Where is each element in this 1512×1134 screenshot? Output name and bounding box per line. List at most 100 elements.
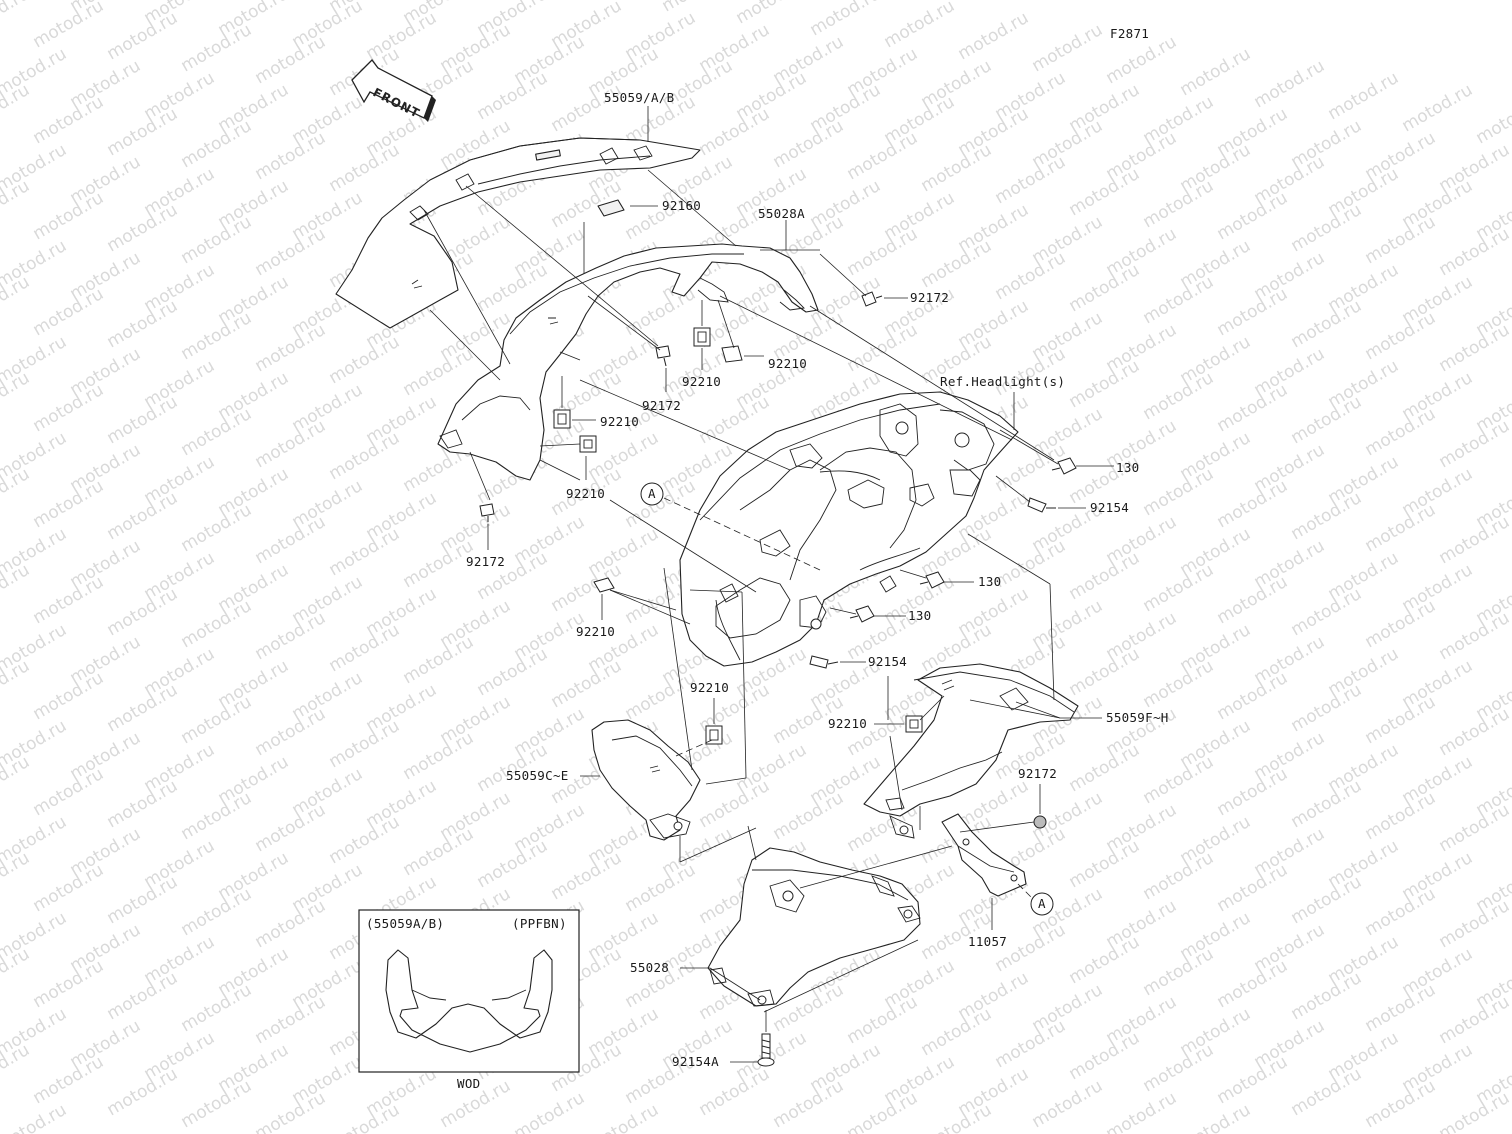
watermark-text: motod.ru — [326, 812, 404, 868]
watermark-text: motod.ru — [178, 1076, 256, 1132]
watermark-text: motod.ru — [622, 860, 700, 916]
watermark-text: motod.ru — [1288, 872, 1366, 928]
watermark-text: motod.ru — [1362, 1076, 1440, 1132]
label-130-upper: 130 — [1116, 460, 1139, 475]
watermark-text: motod.ru — [1362, 884, 1440, 940]
front-arrow-icon: FRONT — [351, 59, 436, 122]
watermark-text: motod.ru — [178, 20, 256, 76]
label-92172-lower-right: 92172 — [1018, 766, 1057, 781]
inset-left-label: (55059A/B) — [366, 916, 444, 931]
nut-92210-lower-left-icon — [705, 725, 723, 745]
watermark-text: motod.ru — [252, 800, 330, 856]
watermark-text: motod.ru — [733, 0, 811, 28]
watermark-text: motod.ru — [30, 1052, 108, 1108]
watermark-text: motod.ru — [400, 344, 478, 400]
watermark-text: motod.ru — [104, 488, 182, 544]
watermark-text: motod.ru — [30, 668, 108, 724]
watermark-text: motod.ru — [400, 728, 478, 784]
watermark-text: motod.ru — [918, 1004, 996, 1060]
watermark-text: motod.ru — [1214, 572, 1292, 628]
watermark-text: motod.ru — [1066, 356, 1144, 412]
watermark-text: motod.ru — [474, 68, 552, 124]
watermark-text: motod.ru — [252, 32, 330, 88]
watermark-text: motod.ru — [1288, 776, 1366, 832]
watermark-text: motod.ru — [178, 788, 256, 844]
watermark-text: motod.ru — [178, 692, 256, 748]
clip-92160-icon — [597, 199, 625, 217]
watermark-text: motod.ru — [622, 188, 700, 244]
watermark-text: motod.ru — [1436, 416, 1512, 472]
watermark-text: motod.ru — [326, 428, 404, 484]
watermark-text: motod.ru — [992, 536, 1070, 592]
watermark-text: motod.ru — [918, 140, 996, 196]
watermark-text: motod.ru — [178, 404, 256, 460]
marker-a-left-text: A — [648, 486, 656, 501]
watermark-text: motod.ru — [1436, 704, 1512, 760]
nut-92210-lower-right-icon — [905, 715, 923, 733]
watermark-text: motod.ru — [1214, 860, 1292, 916]
figure-code: F2871 — [1110, 26, 1149, 41]
watermark-text: motod.ru — [659, 0, 737, 16]
watermark-text: motod.ru — [622, 476, 700, 532]
marker-a-right: A — [1030, 892, 1054, 916]
bolt-92154-upper-icon — [1027, 497, 1056, 513]
watermark-text: motod.ru — [881, 0, 959, 52]
watermark-text: motod.ru — [1066, 740, 1144, 796]
watermark-text: motod.ru — [1066, 548, 1144, 604]
label-92160: 92160 — [662, 198, 701, 213]
watermark-text: motod.ru — [104, 392, 182, 448]
watermark-text: motod.ru — [1029, 1076, 1107, 1132]
watermark-text: motod.ru — [1140, 464, 1218, 520]
watermark-text: motod.ru — [770, 116, 848, 172]
watermark-text: motod.ru — [252, 416, 330, 472]
marker-a-right-text: A — [1038, 896, 1046, 911]
watermark-text: motod.ru — [1214, 284, 1292, 340]
watermark-text: motod.ru — [0, 1100, 70, 1134]
watermark-text: motod.ru — [1288, 680, 1366, 736]
watermark-text: motod.ru — [104, 200, 182, 256]
inset-box: (55059A/B) (PPFBN) WOD — [358, 909, 580, 1091]
watermark-text: motod.ru — [326, 332, 404, 388]
watermark-text: motod.ru — [1436, 800, 1512, 856]
watermark-text: motod.ru — [770, 788, 848, 844]
label-55028a: 55028A — [758, 206, 805, 221]
watermark-text: motod.ru — [1288, 200, 1366, 256]
watermark-text: motod.ru — [1214, 188, 1292, 244]
watermark-text: motod.ru — [1288, 392, 1366, 448]
nut-92210-left-upper-icon — [553, 409, 571, 429]
watermark-text: motod.ru — [1140, 368, 1218, 424]
nut-92210-center-icon — [693, 327, 711, 347]
label-92210-left-upper: 92210 — [600, 414, 639, 429]
watermark-text: motod.ru — [178, 500, 256, 556]
watermark-text: motod.ru — [696, 1064, 774, 1120]
watermark-text: motod.ru — [1362, 980, 1440, 1036]
watermark-text: motod.ru — [1362, 308, 1440, 364]
watermark-text: motod.ru — [622, 668, 700, 724]
watermark-text: motod.ru — [1140, 656, 1218, 712]
watermark-text: motod.ru — [1177, 1100, 1255, 1134]
watermark-text: motod.ru — [30, 188, 108, 244]
label-11057: 11057 — [968, 934, 1007, 949]
watermark-text: motod.ru — [548, 80, 626, 136]
label-windscreen: 55059/A/B — [604, 90, 674, 105]
label-92172-center: 92172 — [642, 398, 681, 413]
watermark-text: motod.ru — [1140, 944, 1218, 1000]
watermark-text: motod.ru — [1288, 968, 1366, 1024]
part-labels: 55059/A/B 92160 55028A 92172 92210 92210… — [466, 90, 1168, 1069]
nut-92210-mid-left-icon — [593, 577, 615, 593]
label-130-lower: 130 — [908, 608, 931, 623]
watermark-text: motod.ru — [400, 632, 478, 688]
watermark-text: motod.ru — [252, 896, 330, 952]
watermark-text: motod.ru — [1436, 608, 1512, 664]
label-92154a: 92154A — [672, 1054, 719, 1069]
watermark-text: motod.ru — [844, 128, 922, 184]
watermark-text: motod.ru — [30, 572, 108, 628]
label-92210-lower-right: 92210 — [828, 716, 867, 731]
watermark-text: motod.ru — [178, 116, 256, 172]
watermark-text: motod.ru — [1436, 320, 1512, 376]
watermark-text: motod.ru — [1214, 476, 1292, 532]
watermark-text: motod.ru — [104, 584, 182, 640]
watermark-text: motod.ru — [1436, 512, 1512, 568]
watermark-text: motod.ru — [1288, 1064, 1366, 1120]
watermark-text: motod.ru — [400, 824, 478, 880]
